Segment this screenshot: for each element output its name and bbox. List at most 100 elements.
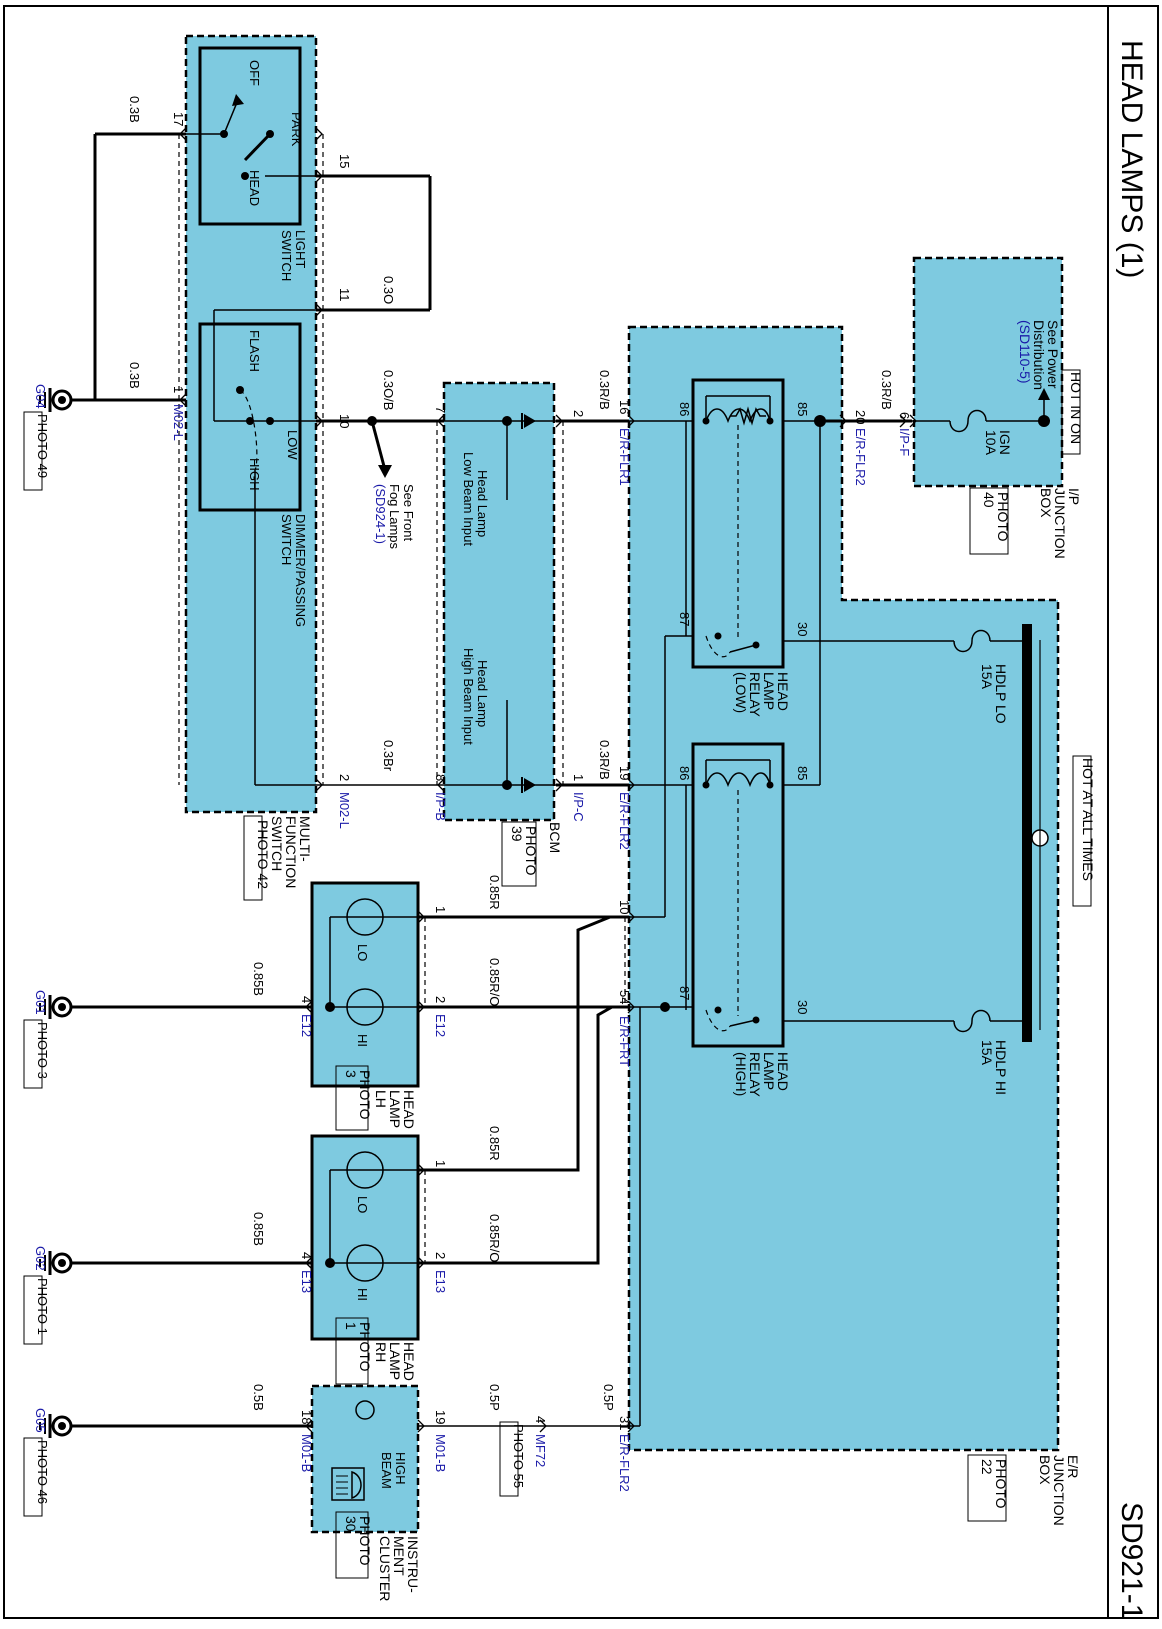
arrow-icon (378, 465, 392, 478)
wire-label-03o: 0.3O (381, 276, 396, 304)
instrument-cluster-box (310, 1384, 420, 1534)
relay-low-label-3: RELAY (747, 672, 763, 718)
cluster-photo-1: PHOTO (357, 1516, 373, 1566)
diagram-title: HEAD LAMPS (1) (1115, 40, 1148, 278)
pin-2-lh: 2 (433, 996, 448, 1003)
ground-g02-photo: PHOTO 1 (35, 1278, 50, 1335)
relay-high-coil (705, 772, 771, 788)
pin-85-high: 85 (795, 766, 810, 780)
hdlp-hi-rating: 15A (979, 1040, 995, 1066)
pin-30-high: 30 (795, 1000, 810, 1014)
relay-high-label-4: (HIGH) (733, 1052, 749, 1096)
lamp-lo-label-rh: LO (355, 1196, 370, 1213)
pin-6: 6 (897, 412, 912, 419)
relay-high-contact (729, 1019, 757, 1027)
lamp-hi-label-lh: HI (355, 1034, 370, 1047)
relay-high-label-3: RELAY (747, 1052, 763, 1098)
high-beam-indicator-icon (355, 1400, 375, 1420)
connector-e12-a: E12 (433, 1014, 448, 1037)
head-lamp-rh-box (310, 1134, 420, 1341)
page-frame (3, 5, 1159, 1619)
bcm-low-label-1: Head Lamp (475, 470, 490, 537)
node (702, 417, 710, 425)
er-jb-photo-1: PHOTO (993, 1459, 1009, 1509)
ip-junction-box (912, 256, 1064, 488)
bcm-photo-2: 39 (509, 826, 525, 842)
hdlp-hi-fuse (953, 1009, 991, 1033)
rh-photo-2: 1 (343, 1322, 359, 1330)
label-low: LOW (285, 430, 300, 460)
er-jb-3: BOX (1037, 1455, 1053, 1485)
high-beam-symbol-icon (331, 1467, 365, 1501)
page-id: SD921-1 (1115, 1502, 1148, 1620)
connector-er-frt: E/R-FRT (617, 1016, 632, 1067)
wire-label-03ob: 0.3O/B (381, 370, 396, 410)
ip-jb-photo-2: 40 (981, 492, 997, 508)
light-switch-lever (243, 132, 272, 162)
er-jb-1: E/R (1065, 1455, 1081, 1478)
mfs-label-3: SWITCH (269, 816, 285, 871)
connector-m02l-1: M02-L (171, 404, 186, 441)
node (766, 417, 774, 425)
lamp-lo-label-lh: LO (355, 944, 370, 961)
er-jb-2: JUNCTION (1051, 1455, 1067, 1526)
see-power-ref: (SD110-5) (1017, 320, 1033, 384)
see-power-2: Distribution (1031, 320, 1047, 390)
pin-8: 8 (433, 774, 448, 781)
connector-e13-b: E13 (299, 1270, 314, 1293)
pin-18: 18 (299, 1410, 314, 1424)
cluster-label-1: INSTRU- (405, 1536, 421, 1593)
arrow-icon (1038, 388, 1050, 400)
wire-label-085b-1: 0.85B (251, 962, 266, 996)
label-head: HEAD (247, 170, 262, 206)
wire-085ro-rh (418, 1005, 613, 1265)
pin-31: 31 (617, 1416, 632, 1430)
pin-4-rh: 4 (299, 1252, 314, 1259)
pin-16: 16 (617, 400, 632, 414)
relay-high-label-1: HEAD (775, 1052, 791, 1091)
relay-low-coil-resistor (730, 406, 766, 426)
dimmer-switch-inner (198, 322, 302, 512)
er-junction-box (627, 325, 1060, 1452)
bcm-photo-1: PHOTO (523, 826, 539, 876)
wire-label-03rb-2: 0.3R/B (597, 370, 612, 410)
pin-1-rh: 1 (433, 1160, 448, 1167)
hdlp-lo-name: HDLP LO (993, 664, 1009, 724)
ign-fuse-name: IGN (997, 430, 1013, 455)
ground-g01-icon (39, 995, 73, 1019)
cluster-label-2: MENT (391, 1536, 407, 1576)
pin-54: 54 (617, 990, 632, 1004)
ground-g02-icon (39, 1251, 73, 1275)
cluster-label-3: CLUSTER (377, 1536, 393, 1601)
er-jb-photo-2: 22 (979, 1459, 995, 1475)
connector-er-flr2-mid: E/R-FLR2 (617, 792, 632, 850)
diode-icon (524, 414, 536, 428)
pin-11: 11 (337, 288, 352, 302)
wire-label-05p-2: 0.5P (487, 1384, 502, 1411)
wire-label-05b: 0.5B (251, 1384, 266, 1411)
pin-87-high: 87 (677, 986, 692, 1000)
high-beam-label-1: HIGH (393, 1452, 408, 1485)
label-park: PARK (289, 112, 304, 147)
connector-er-flr2-bottom: E/R-FLR2 (617, 1434, 632, 1492)
relay-low-label-1: HEAD (775, 672, 791, 711)
diode-icon (524, 778, 536, 792)
pin-1-bcm: 1 (571, 774, 586, 781)
head-lamp-relay-low (691, 378, 785, 669)
wire-label-05p-1: 0.5P (601, 1384, 616, 1411)
see-front-2: Fog Lamps (387, 484, 402, 550)
connector-ip-b: I/P-B (433, 792, 448, 821)
wire-label-03b-2: 0.3B (127, 362, 142, 389)
connector-m02l-2: M02-L (337, 792, 352, 829)
see-power-1: See Power (1045, 320, 1061, 389)
wire-label-085r-1: 0.85R (487, 875, 502, 910)
mf72-photo: PHOTO 55 (511, 1424, 526, 1488)
relay-low-label-4: (LOW) (733, 672, 749, 713)
pin-4-lh: 4 (299, 996, 314, 1003)
see-front-ref: (SD924-1) (373, 484, 388, 544)
connector-ip-f: I/P-F (897, 428, 912, 456)
rh-label-3: RH (373, 1342, 389, 1362)
connector-e12-b: E12 (299, 1014, 314, 1037)
